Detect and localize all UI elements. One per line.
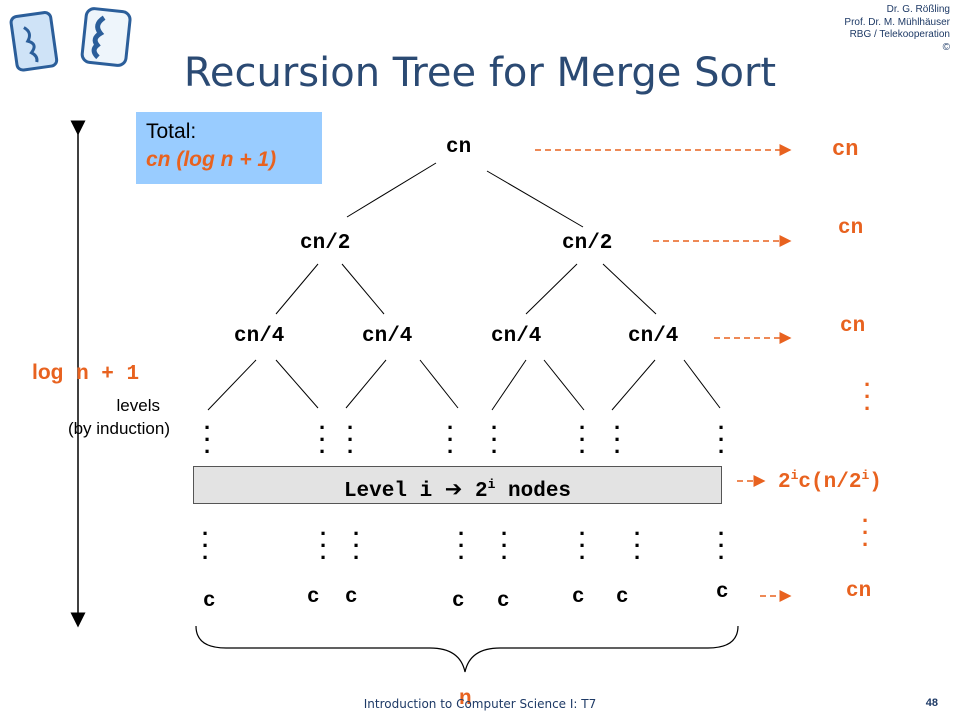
total-label: Total: [146,120,197,143]
edge-line [602,263,657,315]
ellipsis-dots: ... [202,515,209,564]
ellipsis-dots: ... [501,515,508,564]
edge-line [419,359,459,409]
edge-line [491,359,527,411]
level-cost: cn [840,315,866,338]
leaf-node: c [616,586,629,609]
cost-end: ) [869,471,882,494]
ellipsis-dots: ... [579,409,586,458]
levels-label: levels [116,396,160,415]
ellipsis-dots: ... [614,409,621,458]
edge-line [346,162,437,218]
total-box: Total: cn (log n + 1) [136,112,322,184]
tree-node: cn/4 [234,325,285,348]
ellipsis-dots: ... [634,515,641,564]
cost-mid: c(n/2 [798,471,862,494]
tree-node: cn/4 [491,325,542,348]
ellipsis-dots: ... [353,515,360,564]
ellipsis-dots: ... [458,515,465,564]
level-cost: cn [838,217,864,240]
ellipsis-dots: ... [491,409,498,458]
leaf-node: c [203,590,216,613]
level-base: 2 [462,480,488,503]
ellipsis-dots: ... [862,502,869,551]
leaf-node: c [452,590,465,613]
cost-exp: i [790,468,799,483]
ellipsis-dots: ... [347,409,354,458]
height-formula-rest: n + 1 [63,363,140,386]
author-line: © [942,41,950,53]
leaf-node: c [572,586,585,609]
leaf-node: c [307,586,320,609]
edge-line [543,359,585,411]
edge-line [525,263,578,315]
course-footer: Introduction to Computer Science I: T7 [363,697,597,711]
leaf-node: c [716,581,729,604]
height-description: levels (by induction) [0,394,170,440]
author-line: Dr. G. Rößling [886,4,950,15]
edge-line [345,359,387,409]
ellipsis-dots: ... [864,366,871,415]
total-value: cn (log n + 1) [146,148,277,171]
cost-exp2: i [861,468,870,483]
height-formula-log: log [32,361,64,384]
level-box: Level i ➔ 2i nodes [193,466,722,504]
ellipsis-dots: ... [204,409,211,458]
tree-node: cn/2 [300,232,351,255]
author-block: Dr. G. Rößling Prof. Dr. M. Mühlhäuser R… [844,4,950,54]
tree-node: cn/2 [562,232,613,255]
ellipsis-dots: ... [447,409,454,458]
ellipsis-dots: ... [319,409,326,458]
author-line: RBG / Telekooperation [849,29,950,40]
leaf-node: c [345,586,358,609]
logo [6,4,136,79]
ellipsis-dots: ... [320,515,327,564]
level-prefix: Level i [343,480,445,503]
edge-line [683,359,721,409]
page-number: 48 [925,697,938,709]
bottom-label-n: n [459,688,472,711]
edge-line [611,359,656,411]
edge-line [207,359,257,411]
slide-title: Recursion Tree for Merge Sort [183,50,777,96]
tree-root: cn [446,136,472,159]
ellipsis-dots: ... [718,515,725,564]
leaf-node: c [497,590,510,613]
height-formula: log n + 1 [32,361,139,386]
edge-line [341,263,385,315]
level-cost-formula: 2ic(n/2i) [778,468,882,494]
edge-line [275,263,319,315]
ellipsis-dots: ... [718,409,725,458]
right-arrow-icon: ➔ [444,477,463,501]
level-cost: cn [846,580,872,603]
level-cost: cn [832,137,859,162]
edge-line [275,359,319,409]
author-line: Prof. Dr. M. Mühlhäuser [844,16,950,28]
level-exp: i [487,477,496,492]
cost-base: 2 [778,471,791,494]
tree-node: cn/4 [628,325,679,348]
level-suffix: nodes [495,480,572,503]
faces-logo-icon [9,7,132,72]
edge-line [486,170,584,228]
bottom-brace [195,625,739,673]
induction-label: (by induction) [67,419,170,438]
tree-node: cn/4 [362,325,413,348]
ellipsis-dots: ... [579,515,586,564]
